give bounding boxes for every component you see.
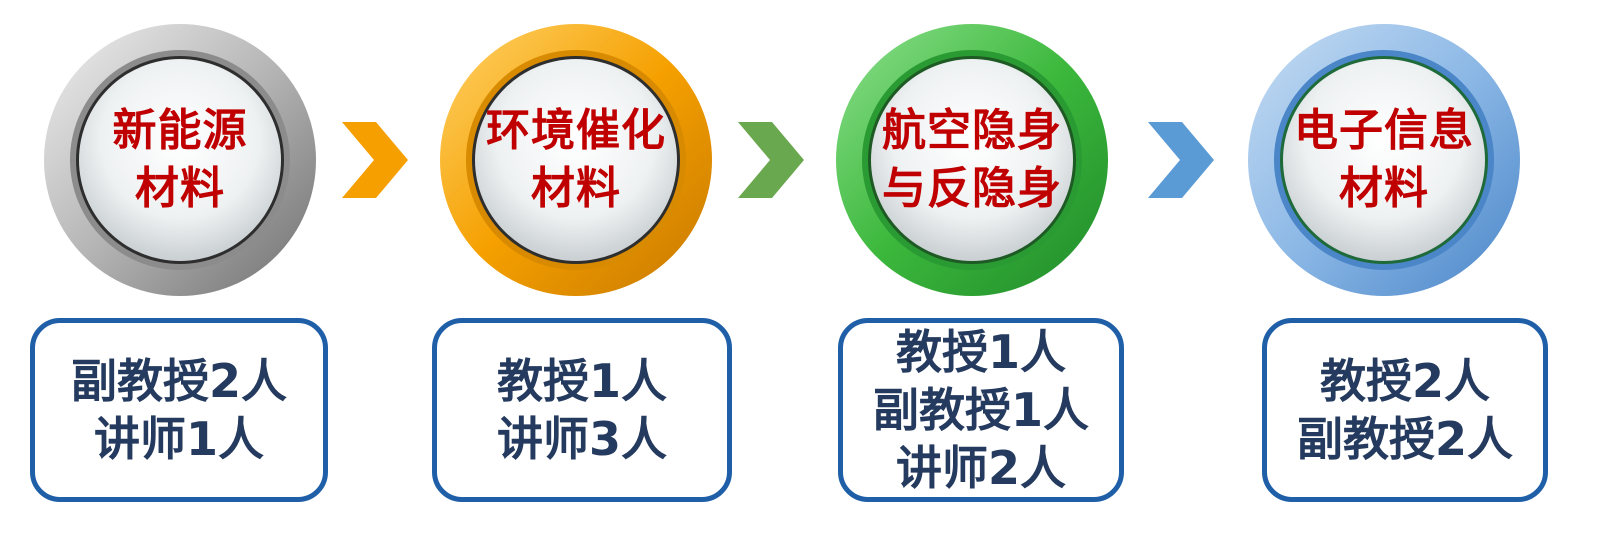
stage-label-line: 材料: [135, 163, 225, 214]
stage-circle-electronic-information: 电子信息 材料: [1246, 22, 1522, 298]
stage-label: 新能源 材料: [42, 22, 318, 298]
staff-box-electronic-information: 教授2人 副教授2人: [1262, 318, 1548, 502]
stage-label-line: 航空隐身: [882, 105, 1062, 156]
stage-circle-new-energy: 新能源 材料: [42, 22, 318, 298]
staff-line: 讲师1人: [93, 412, 264, 466]
staff-line: 副教授2人: [1296, 412, 1513, 466]
stage-label: 环境催化 材料: [438, 22, 714, 298]
stage-label-line: 与反隐身: [882, 163, 1062, 214]
staff-line: 副教授1人: [872, 383, 1089, 437]
ring-icon: [440, 24, 712, 296]
ring-icon: [1248, 24, 1520, 296]
chevron-right-icon: [738, 122, 804, 198]
stage-circle-aviation-stealth: 航空隐身 与反隐身: [834, 22, 1110, 298]
stage-label-line: 材料: [531, 163, 621, 214]
stage-label-line: 环境催化: [486, 105, 666, 156]
staff-line: 教授1人: [496, 354, 667, 408]
staff-line: 教授2人: [1319, 354, 1490, 408]
stage-label-line: 电子信息: [1294, 105, 1474, 156]
staff-box-aviation-stealth: 教授1人 副教授1人 讲师2人: [838, 318, 1124, 502]
stage-label: 航空隐身 与反隐身: [834, 22, 1110, 298]
staff-box-new-energy: 副教授2人 讲师1人: [30, 318, 328, 502]
stage-circle-environmental-catalysis: 环境催化 材料: [438, 22, 714, 298]
stage-label: 电子信息 材料: [1246, 22, 1522, 298]
staff-box-environmental-catalysis: 教授1人 讲师3人: [432, 318, 732, 502]
chevron-right-icon: [1148, 122, 1214, 198]
ring-icon: [44, 24, 316, 296]
ring-icon: [836, 24, 1108, 296]
staff-line: 讲师2人: [895, 441, 1066, 495]
stage-label-line: 新能源: [112, 105, 248, 156]
staff-line: 讲师3人: [496, 412, 667, 466]
stage-label-line: 材料: [1339, 163, 1429, 214]
chevron-right-icon: [342, 122, 408, 198]
staff-line: 副教授2人: [70, 354, 287, 408]
staff-line: 教授1人: [895, 325, 1066, 379]
